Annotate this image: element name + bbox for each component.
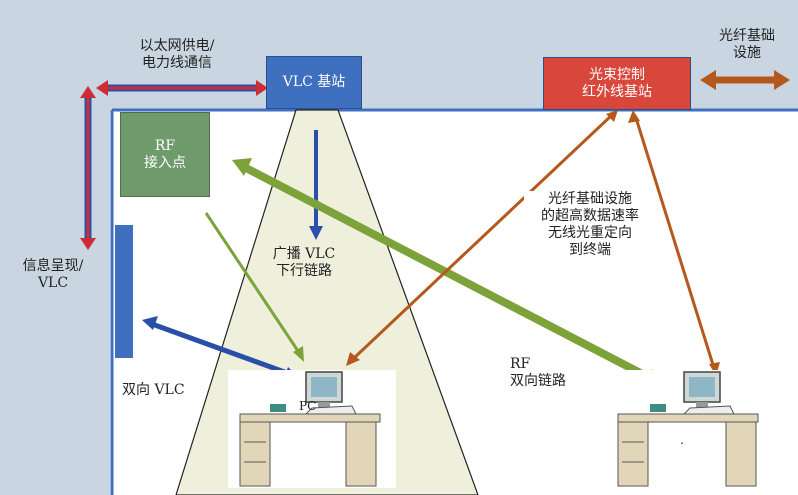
bidirectional-vlc-label: 双向 VLC	[122, 382, 185, 398]
ethernet-label-2: 电力线通信	[142, 55, 212, 71]
vlc-base-station: VLC 基站	[266, 56, 362, 109]
rf-link-label: RF 双向链路	[510, 356, 566, 390]
ir-base-station-label-1: 光束控制	[589, 66, 645, 83]
left-wall	[0, 0, 110, 495]
fiber-label-1: 光纤基础	[719, 28, 775, 44]
rf-link-label-1: RF	[510, 356, 531, 372]
vlc-base-station-label: VLC 基站	[282, 74, 346, 90]
pc-workstation-icon	[610, 370, 782, 488]
info-display-label: 信息呈现/ VLC	[18, 258, 88, 292]
info-display-panel	[115, 225, 133, 358]
rf-uplink-arrow	[204, 212, 304, 362]
ir-base-station-label-2: 红外线基站	[582, 83, 652, 100]
ethernet-arrow	[96, 80, 268, 96]
fiber-infrastructure-arrow	[700, 70, 790, 90]
info-display-label-2: VLC	[37, 275, 69, 291]
broadcast-label-1: 广播 VLC	[272, 246, 336, 262]
ir-to-pc2-arrow	[628, 110, 720, 376]
dot-mark: .	[680, 433, 684, 447]
ir-to-pc1-arrow	[346, 110, 618, 366]
info-display-label-1: 信息呈现/	[22, 258, 84, 274]
fiber-rate-label: 光纤基础设施 的超高数据速率 无线光重定向 到终端	[524, 191, 656, 259]
pc-label: PC	[299, 399, 317, 413]
fiber-label-2: 设施	[733, 45, 761, 61]
broadcast-vlc-arrow	[309, 130, 323, 240]
ir-base-station: 光束控制 红外线基站	[543, 57, 691, 110]
rf-link-label-2: 双向链路	[510, 373, 566, 389]
info-vertical-arrow	[80, 86, 96, 250]
broadcast-label-2: 下行链路	[276, 263, 332, 279]
fiber-rate-label-1: 光纤基础设施	[548, 191, 632, 207]
pc-workstation-icon	[228, 370, 396, 488]
rf-access-point-label-1: RF	[154, 137, 176, 154]
fiber-label: 光纤基础 设施	[706, 28, 788, 62]
fiber-rate-label-2: 的超高数据速率	[541, 208, 639, 224]
fiber-rate-label-4: 到终端	[569, 242, 611, 258]
rf-access-point-label-2: 接入点	[144, 154, 186, 171]
broadcast-label: 广播 VLC 下行链路	[258, 246, 350, 280]
ethernet-label-1: 以太网供电/	[139, 38, 215, 54]
ethernet-label: 以太网供电/ 电力线通信	[118, 38, 236, 72]
fiber-rate-label-3: 无线光重定向	[548, 225, 632, 241]
rf-access-point: RF 接入点	[120, 112, 210, 197]
